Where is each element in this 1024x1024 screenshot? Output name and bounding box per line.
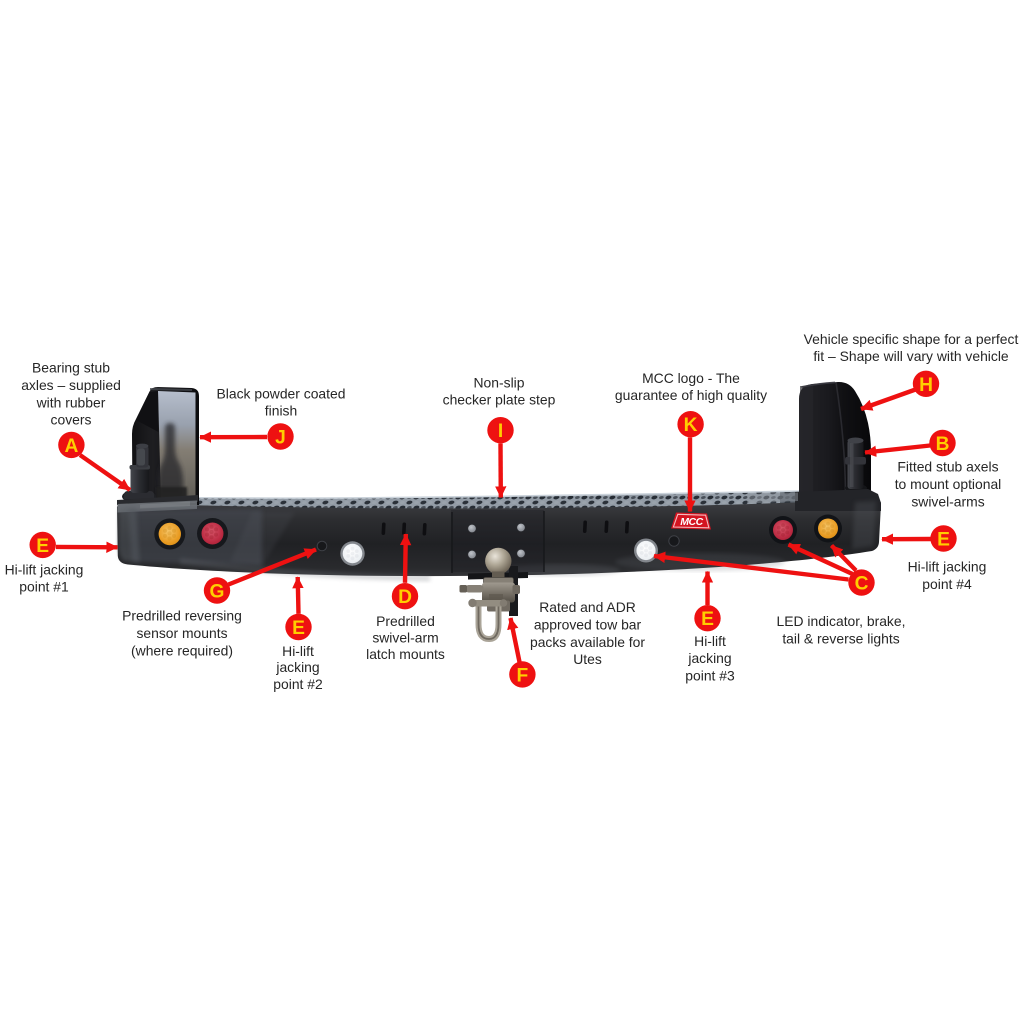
svg-text:point #2: point #2 bbox=[273, 676, 323, 692]
svg-text:Hi-lift jacking: Hi-lift jacking bbox=[5, 562, 84, 578]
svg-text:Bearing stub: Bearing stub bbox=[32, 360, 110, 376]
svg-text:swivel-arm: swivel-arm bbox=[372, 630, 438, 646]
svg-text:Fitted stub axels: Fitted stub axels bbox=[897, 459, 998, 475]
svg-text:checker plate step: checker plate step bbox=[443, 392, 556, 408]
svg-text:MCC: MCC bbox=[680, 516, 703, 528]
svg-text:Rated and ADR: Rated and ADR bbox=[539, 599, 636, 615]
svg-text:E: E bbox=[36, 536, 49, 557]
svg-text:E: E bbox=[937, 530, 950, 551]
svg-text:I: I bbox=[498, 421, 503, 442]
svg-text:H: H bbox=[919, 375, 933, 396]
svg-text:A: A bbox=[64, 436, 78, 457]
svg-text:swivel-arms: swivel-arms bbox=[911, 494, 984, 510]
svg-text:covers: covers bbox=[51, 412, 92, 428]
svg-text:with rubber: with rubber bbox=[36, 395, 106, 411]
svg-text:jacking: jacking bbox=[275, 659, 319, 675]
svg-text:point #3: point #3 bbox=[685, 667, 735, 683]
svg-text:K: K bbox=[684, 415, 698, 436]
svg-text:F: F bbox=[517, 665, 529, 686]
svg-text:J: J bbox=[275, 428, 286, 449]
svg-text:Predrilled reversing: Predrilled reversing bbox=[122, 608, 242, 624]
svg-text:axles – supplied: axles – supplied bbox=[21, 377, 121, 393]
svg-text:E: E bbox=[292, 618, 305, 639]
svg-text:LED indicator, brake,: LED indicator, brake, bbox=[777, 613, 906, 629]
svg-text:Predrilled: Predrilled bbox=[376, 613, 435, 629]
svg-text:point #1: point #1 bbox=[19, 579, 69, 595]
svg-text:finish: finish bbox=[265, 403, 297, 419]
svg-text:Hi-lift: Hi-lift bbox=[694, 633, 726, 649]
svg-text:MCC logo - The: MCC logo - The bbox=[642, 370, 740, 386]
svg-text:guarantee of high quality: guarantee of high quality bbox=[615, 387, 767, 403]
svg-text:D: D bbox=[398, 587, 412, 608]
svg-text:point #4: point #4 bbox=[922, 576, 972, 592]
svg-text:packs available for: packs available for bbox=[530, 634, 645, 650]
svg-text:C: C bbox=[855, 574, 869, 595]
svg-text:Hi-lift: Hi-lift bbox=[282, 643, 314, 659]
svg-text:Hi-lift jacking: Hi-lift jacking bbox=[908, 558, 987, 574]
svg-text:E: E bbox=[701, 609, 714, 630]
svg-text:Utes: Utes bbox=[573, 651, 602, 667]
svg-text:G: G bbox=[210, 582, 225, 603]
svg-text:fit – Shape will vary with veh: fit – Shape will vary with vehicle bbox=[813, 348, 1009, 364]
svg-text:(where required): (where required) bbox=[131, 643, 233, 659]
svg-text:to mount optional: to mount optional bbox=[895, 476, 1002, 492]
svg-text:latch mounts: latch mounts bbox=[366, 646, 445, 662]
svg-text:sensor mounts: sensor mounts bbox=[136, 625, 227, 641]
svg-text:B: B bbox=[936, 434, 950, 455]
svg-text:jacking: jacking bbox=[687, 650, 731, 666]
svg-text:Black powder coated: Black powder coated bbox=[217, 386, 346, 402]
svg-text:Non-slip: Non-slip bbox=[474, 375, 525, 391]
svg-text:Vehicle specific shape for a p: Vehicle specific shape for a perfect bbox=[804, 331, 1019, 347]
svg-text:tail & reverse lights: tail & reverse lights bbox=[782, 631, 899, 647]
svg-text:approved tow bar: approved tow bar bbox=[534, 617, 642, 633]
